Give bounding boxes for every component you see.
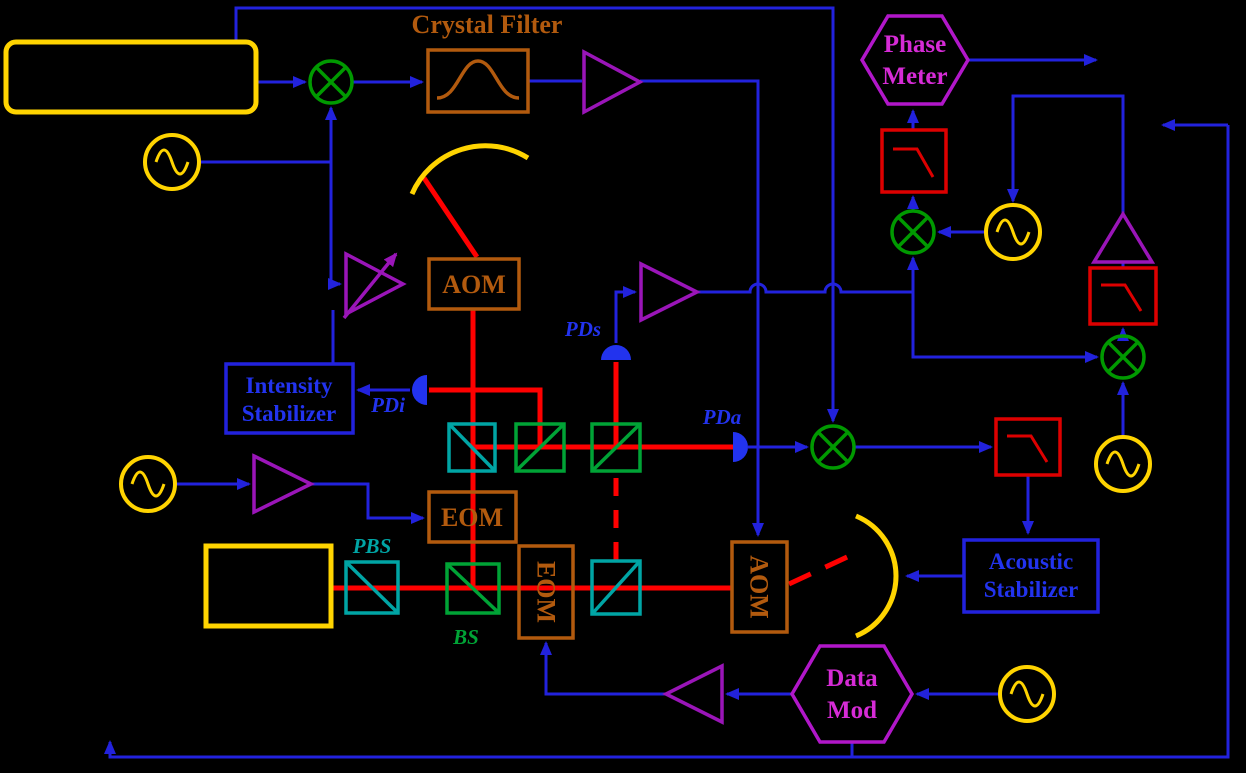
rf-amplifier-icon (582, 49, 644, 115)
oscillator-1 (143, 133, 201, 191)
wire-laser1-reference-top (234, 6, 839, 423)
curved-mirror-1 (409, 143, 530, 195)
data-modulator: Data Mod (789, 644, 915, 744)
aom-2: AOM (730, 540, 789, 634)
beam-aom2-to-mirror2-dashed (787, 549, 860, 587)
oscillator-2 (984, 203, 1042, 261)
lowpass-filter-3 (994, 417, 1062, 477)
pbs-beamsplitter (344, 560, 400, 615)
pds-amplifier-icon (639, 261, 701, 323)
oscillator-3 (119, 455, 177, 513)
pds-label: PDs (564, 317, 601, 341)
data-mod-label-1: Data (826, 665, 878, 692)
wire-pds-to-amp (614, 286, 637, 343)
photodetector-pda-icon (733, 432, 748, 462)
lowpass-filter-2 (1088, 266, 1158, 326)
lowpass-icon (1101, 283, 1143, 312)
curved-mirror-2 (855, 513, 899, 639)
phase-meter-label-1: Phase (884, 31, 947, 58)
wire-vco-control (1007, 94, 1125, 214)
wire-branch-to-mixer3 (911, 292, 1099, 363)
pbs-label: PBS (352, 534, 392, 558)
phase-meter: Phase Meter (859, 14, 971, 106)
lowpass-icon (893, 147, 935, 178)
lowpass-filter-1 (880, 128, 948, 194)
variable-amplifier-icon (342, 251, 407, 320)
acoustic-stabilizer-label-1: Acoustic (989, 549, 1073, 574)
oscillator-5 (998, 665, 1056, 723)
beam-pickoff-to-pdi (429, 387, 543, 447)
mixer-2 (890, 209, 936, 255)
green-beamsplitter-1 (514, 422, 566, 473)
acoustic-stabilizer-label-2: Stabilizer (984, 577, 1079, 602)
mixer-1 (308, 59, 354, 105)
wire-pds-amp-out-with-hops (697, 282, 913, 294)
acoustic-stabilizer: Acoustic Stabilizer (962, 538, 1100, 614)
data-mod-label-2: Mod (827, 697, 877, 724)
phase-meter-label-2: Meter (882, 63, 947, 90)
aom-2-label: AOM (745, 555, 774, 619)
intensity-stabilizer-label-2: Stabilizer (242, 401, 337, 426)
wire-amp-to-eom2 (540, 641, 666, 696)
lowpass-icon (1007, 434, 1049, 463)
beam-mirror1-to-aom1 (421, 176, 480, 259)
laser-2-box (203, 543, 334, 629)
intensity-stabilizer: Intensity Stabilizer (224, 362, 355, 435)
eom-2: EOM (517, 544, 575, 640)
pdi-label: PDi (370, 393, 405, 417)
aom-1: AOM (427, 257, 521, 311)
wire-amp-to-aom2-drive (640, 79, 764, 537)
crystal-filter-label: Crystal Filter (412, 10, 563, 39)
aom-1-label: AOM (442, 270, 506, 299)
data-amplifier-icon (662, 663, 724, 725)
eom-1-label: EOM (441, 503, 503, 532)
bs-beamsplitter (445, 562, 501, 615)
bandpass-curve-icon (436, 59, 520, 100)
laser-1-box (3, 39, 259, 115)
photodetector-pds-icon (601, 345, 631, 360)
vco-amplifier-icon (1090, 210, 1156, 264)
intensity-stabilizer-label-1: Intensity (246, 373, 333, 398)
eom-amplifier-icon (252, 453, 315, 515)
wire-bottom-bus (104, 125, 1230, 759)
eom-2-label: EOM (532, 561, 561, 623)
wire-osc1-to-varamp (328, 162, 342, 290)
mixer-4 (810, 424, 856, 470)
crystal-filter-box (426, 48, 530, 114)
green-beamsplitter-2 (590, 422, 642, 473)
pda-label: PDa (702, 405, 742, 429)
teal-beamsplitter-upper (447, 422, 497, 473)
eom-1: EOM (427, 490, 518, 544)
bs-label: BS (452, 625, 479, 649)
teal-beamsplitter-lower (590, 559, 642, 616)
mixer-3 (1100, 334, 1146, 380)
photodetector-pdi-icon (412, 375, 427, 405)
wire-amp-to-eom1 (311, 482, 425, 524)
oscillator-4 (1094, 435, 1152, 493)
